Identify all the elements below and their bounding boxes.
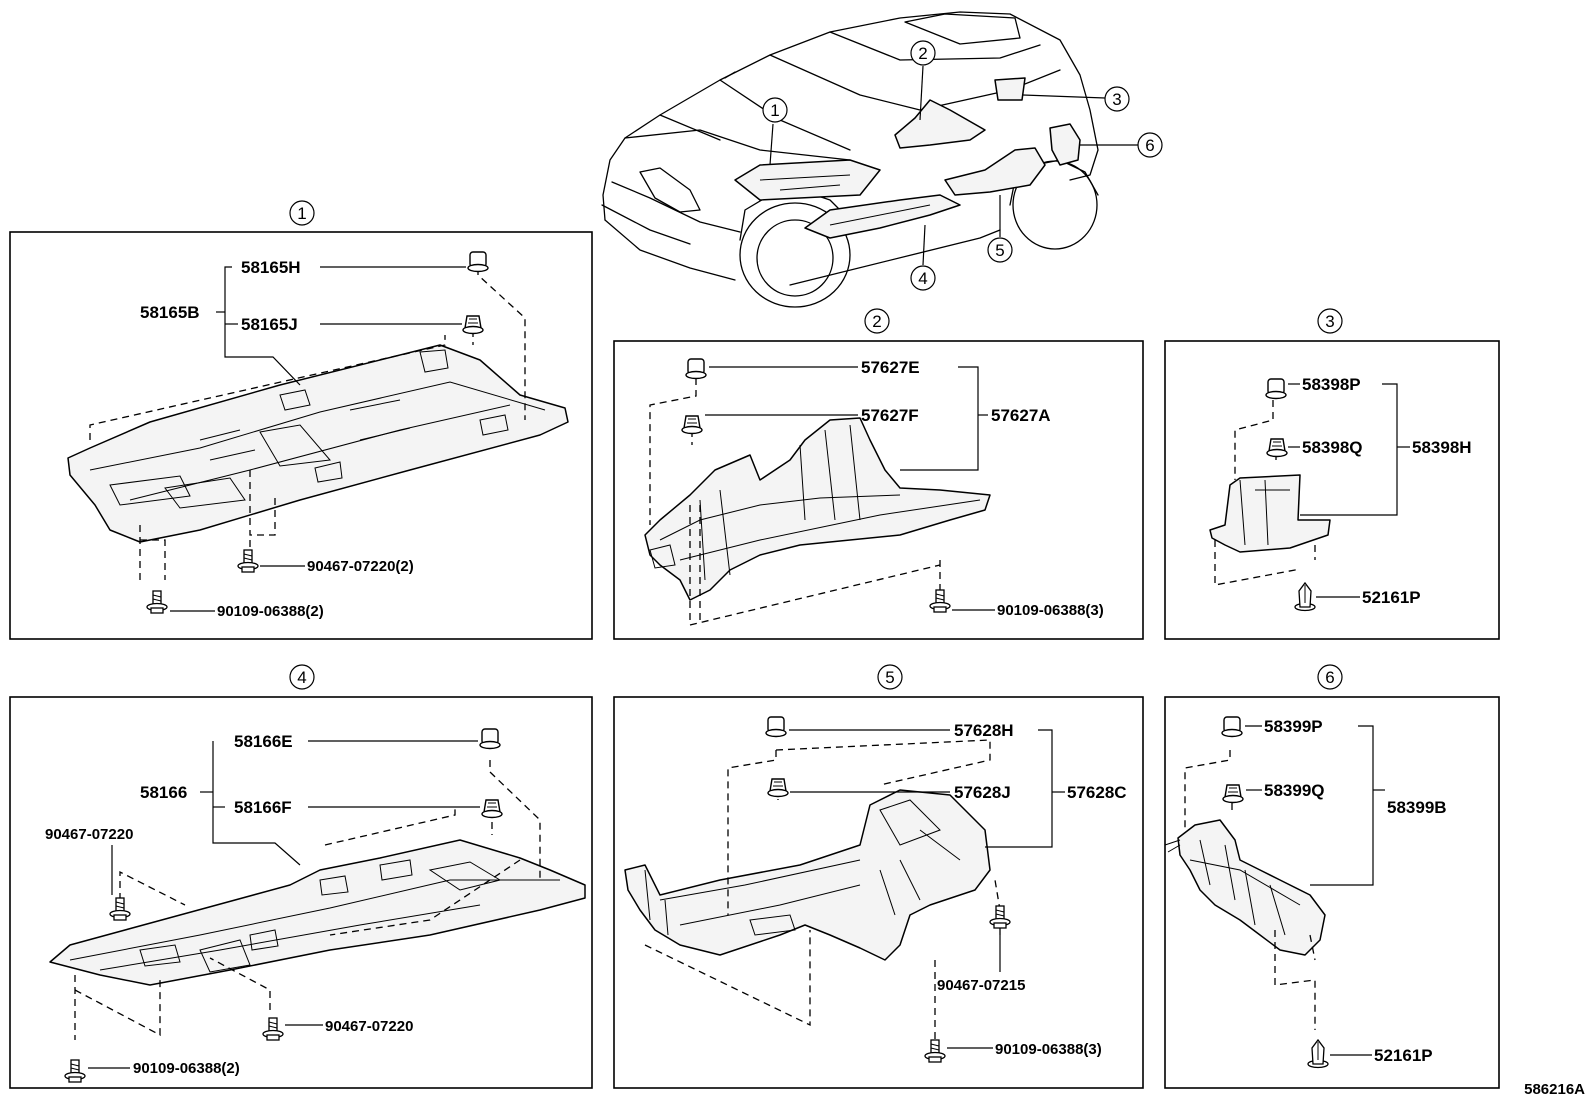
panel-2-wheelhouse-cover	[644, 417, 991, 601]
panel-4-label-f: 90109-06388(2)	[133, 1060, 240, 1077]
car-callout-6: 6	[1145, 136, 1154, 155]
car-body-outline	[602, 11, 1099, 221]
panel-4: 4 58166E 58166 58166F 90	[9, 664, 593, 1089]
panel-3-label-a: 58398P	[1302, 375, 1361, 394]
panel-3: 3 58398P 58398Q 58398H 52161P	[1164, 308, 1500, 640]
panel-2-number: 2	[872, 312, 881, 331]
panel-4-label-d: 90467-07220	[45, 826, 133, 843]
panel-1-label-c: 58165J	[241, 315, 298, 334]
car-callout-1: 1	[770, 101, 779, 120]
panel-5-label-a: 57628H	[954, 721, 1014, 740]
panel-4-label-e: 90467-07220	[325, 1018, 413, 1035]
panel-5-rear-floor-cover	[624, 789, 991, 961]
panel-6-side-cover	[1177, 819, 1326, 956]
panel-1-label-a: 58165H	[241, 258, 301, 277]
panel-3-label-b: 58398Q	[1302, 438, 1363, 457]
panel-1: 1 58165H 58165B	[9, 200, 593, 640]
panel-1-label-b: 58165B	[140, 303, 200, 322]
panel-2: 2 57627E 57627F 57627A 90109-06388(3)	[613, 308, 1144, 640]
diagram-code: 586216A	[1524, 1081, 1585, 1098]
panel-4-label-a: 58166E	[234, 732, 293, 751]
panel-6: 6 58399P 58399Q 58399B 52161P	[1164, 664, 1500, 1089]
panel-4-floor-cover	[49, 839, 586, 986]
panel-2-label-b: 57627F	[861, 406, 919, 425]
panel-1-number: 1	[297, 204, 306, 223]
car-callout-3: 3	[1112, 90, 1121, 109]
panel-4-label-c: 58166F	[234, 798, 292, 817]
panel-6-label-a: 58399P	[1264, 717, 1323, 736]
panel-3-cover-bracket	[1209, 474, 1331, 553]
panel-1-floor-cover	[67, 344, 569, 543]
panel-5: 5 57628H 57628J 57628C 90467-07215 90109…	[613, 664, 1144, 1089]
panel-4-label-b: 58166	[140, 783, 187, 802]
panel-2-label-c: 57627A	[991, 406, 1051, 425]
panel-6-number: 6	[1325, 668, 1334, 687]
panel-6-label-c: 58399B	[1387, 798, 1447, 817]
panel-2-label-a: 57627E	[861, 358, 920, 377]
panel-5-label-d: 90467-07215	[937, 977, 1025, 994]
panel-5-label-e: 90109-06388(3)	[995, 1041, 1102, 1058]
car-overview: 1 2 3 4 5 6	[601, 11, 1163, 308]
car-callout-4: 4	[918, 269, 927, 288]
car-callout-2: 2	[918, 44, 927, 63]
car-callout-5: 5	[995, 241, 1004, 260]
panel-6-label-d: 52161P	[1374, 1046, 1433, 1065]
panel-5-number: 5	[885, 668, 894, 687]
panel-1-label-d: 90467-07220(2)	[307, 558, 414, 575]
panel-5-label-c: 57628C	[1067, 783, 1127, 802]
panel-4-number: 4	[297, 668, 306, 687]
panel-2-label-d: 90109-06388(3)	[997, 602, 1104, 619]
panel-3-number: 3	[1325, 312, 1334, 331]
panel-1-label-e: 90109-06388(2)	[217, 603, 324, 620]
panel-5-label-b: 57628J	[954, 783, 1011, 802]
panel-6-label-b: 58399Q	[1264, 781, 1325, 800]
panel-3-label-d: 52161P	[1362, 588, 1421, 607]
panel-3-label-c: 58398H	[1412, 438, 1472, 457]
